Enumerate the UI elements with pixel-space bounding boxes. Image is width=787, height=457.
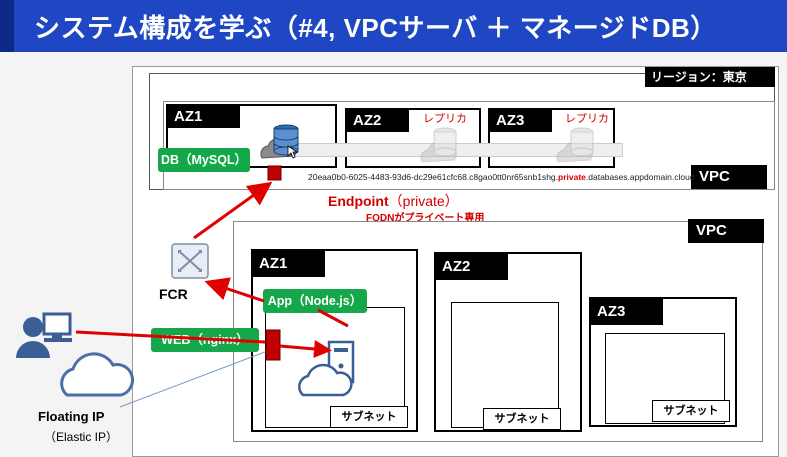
app-nodejs-label: App（Node.js） — [263, 289, 367, 313]
endpoint-marker — [267, 165, 282, 181]
floating-ip-sub: （Elastic IP） — [44, 430, 119, 444]
db-replica-icon-3 — [556, 127, 594, 163]
app-server-icon — [298, 340, 355, 397]
arrow-web-to-server — [279, 339, 332, 358]
fcr-router-icon — [171, 243, 209, 279]
arrow-server-to-app — [317, 308, 349, 328]
db-az3-label: AZ3 — [490, 110, 552, 132]
app-az2-label: AZ2 — [436, 254, 508, 280]
title-accent — [0, 0, 14, 52]
endpoint-label: Endpoint（private） — [328, 193, 459, 209]
arrow-fcr-to-endpoint — [193, 181, 273, 240]
region-label: リージョン：東京 — [645, 67, 775, 87]
arrow-app-to-fcr — [204, 277, 265, 303]
subnet-label-1: サブネット — [330, 406, 408, 428]
floating-ip-label: Floating IP — [38, 409, 105, 424]
web-gateway-marker — [265, 329, 281, 361]
page-title: システム構成を学ぶ（#4, VPCサーバ ＋ マネージドDB） — [34, 13, 717, 43]
app-az1-label: AZ1 — [253, 251, 325, 277]
db-primary-icon — [260, 124, 299, 159]
cursor-icon — [287, 145, 299, 159]
app-az3-label: AZ3 — [591, 299, 663, 325]
floating-ip-connector — [119, 349, 271, 408]
replica-label-3: レプリカ — [565, 113, 609, 125]
db-replica-icon-2 — [420, 127, 457, 163]
replica-label-2: レプリカ — [423, 113, 467, 125]
db-az1-label: AZ1 — [168, 106, 240, 128]
subnet-label-3: サブネット — [652, 400, 730, 422]
arrow-user-to-web — [75, 330, 266, 344]
subnet-label-2: サブネット — [483, 408, 561, 430]
endpoint-note: FQDNがプライベート専用 — [366, 213, 485, 224]
db-az2-label: AZ2 — [347, 110, 409, 132]
title-bar: システム構成を学ぶ（#4, VPCサーバ ＋ マネージドDB） — [0, 0, 787, 52]
internet-cloud-icon — [60, 352, 134, 397]
app-vpc-label: VPC — [688, 219, 764, 243]
subnet-az2 — [451, 302, 559, 428]
db-mysql-label: DB（MySQL） — [158, 148, 250, 172]
user-pc-icon — [16, 312, 72, 358]
fcr-label: FCR — [159, 286, 188, 302]
db-vpc-label: VPC — [691, 165, 767, 189]
db-fqdn: 20eaa0b0-6025-4483-93d6-dc29e61cfc68.c8g… — [308, 172, 695, 182]
